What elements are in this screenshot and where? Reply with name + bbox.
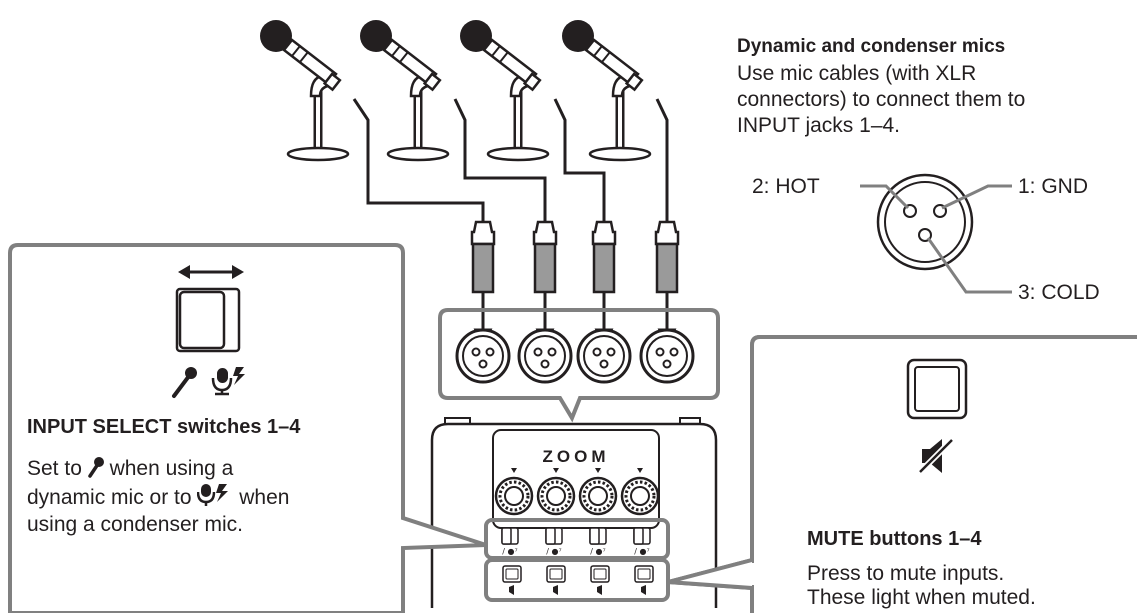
gain-knob-2: [536, 476, 576, 516]
mics-title: Dynamic and condenser mics: [737, 36, 1006, 57]
mic-icon: [172, 367, 197, 398]
mic-cables: [352, 98, 669, 228]
input-select-title: INPUT SELECT switches 1–4: [27, 416, 301, 438]
input-select-line-1: Set to when using a: [27, 455, 233, 483]
double-arrow-icon: [178, 265, 244, 279]
xlr-plug-4: [654, 220, 680, 294]
xlr-plug-2: [532, 220, 558, 294]
connect-arrows: [473, 292, 677, 348]
mic-3: [460, 20, 548, 160]
input-select-text: Set to: [27, 457, 82, 480]
input-select-callout: [8, 243, 487, 613]
mute-button-large: [906, 358, 968, 420]
input-select-text: when: [239, 486, 290, 509]
input-select-text: dynamic mic or to: [27, 486, 192, 509]
input-jack-2: [517, 328, 573, 384]
condenser-mic-icon: [197, 484, 229, 506]
xlr-plug-3: [591, 220, 617, 294]
speaker-mute-icon: [917, 437, 955, 475]
pin-gnd-label: 1: GND: [1018, 175, 1089, 198]
condenser-mic-icon: [211, 367, 245, 396]
input-select-text: when using a: [109, 457, 234, 480]
mic-1: [260, 20, 348, 160]
xlr-pin-diagram: [860, 173, 1012, 294]
pin-hot-label: 2: HOT: [752, 175, 820, 198]
gain-knob-1: [494, 476, 534, 516]
device-logo: ZOOM: [543, 447, 610, 466]
mics-body-line-2: connectors) to connect them to: [737, 88, 1026, 111]
input-select-switch: [175, 287, 241, 353]
input-select-line-3: using a condenser mic.: [27, 513, 243, 536]
mics-body-line-1: Use mic cables (with XLR: [737, 62, 977, 85]
mic-icon: [87, 457, 104, 478]
input-select-line-2: dynamic mic or to when: [27, 483, 289, 512]
gain-knob-3: [578, 476, 618, 516]
mics-body-line-3: INPUT jacks 1–4.: [737, 114, 901, 137]
input-jack-1: [455, 328, 511, 384]
pin-cold-label: 3: COLD: [1018, 281, 1100, 304]
input-jack-3: [576, 328, 632, 384]
gain-knob-4: [620, 476, 660, 516]
input-jacks-callout: [438, 308, 720, 423]
mute-body-line-2: These light when muted.: [807, 586, 1036, 609]
input-jack-4: [639, 328, 695, 384]
mute-title: MUTE buttons 1–4: [807, 528, 982, 550]
mic-2: [360, 20, 448, 160]
mic-4: [562, 20, 650, 160]
xlr-plug-1: [470, 220, 496, 294]
mute-body-line-1: Press to mute inputs.: [807, 562, 1005, 585]
